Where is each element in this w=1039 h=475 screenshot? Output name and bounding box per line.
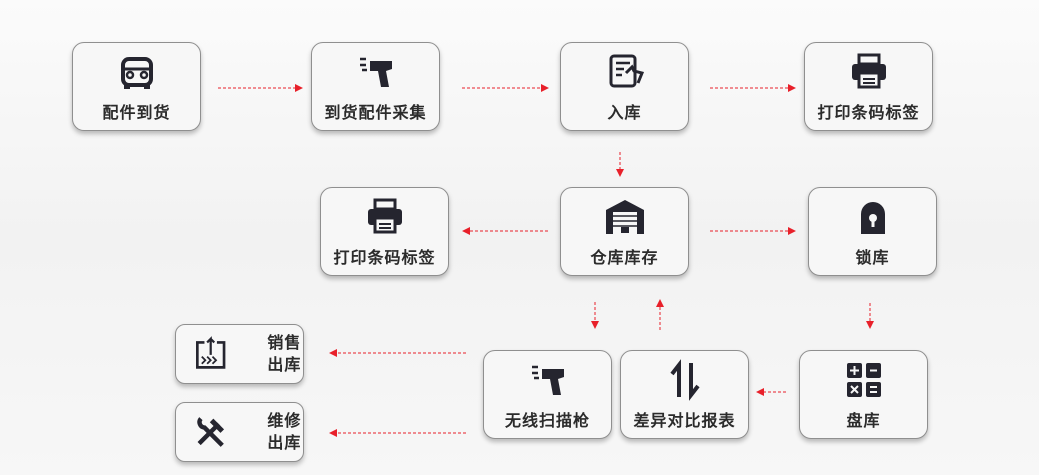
node-label: 销售出库 [267, 333, 302, 374]
node-label: 盘库 [846, 410, 881, 430]
node-warehouse-stock: 仓库库存 [560, 187, 689, 276]
node-parts-collection: 到货配件采集 [311, 42, 440, 131]
lock-icon [860, 201, 885, 234]
node-label: 配件到货 [102, 102, 171, 122]
tools-icon [197, 417, 225, 447]
calculator-icon [846, 362, 881, 397]
node-label: 入库 [607, 102, 642, 122]
node-repair-outbound: 维修出库 [175, 402, 304, 462]
node-lock-stock: 锁库 [808, 187, 937, 276]
node-label: 维修出库 [267, 411, 302, 452]
node-label: 差异对比报表 [633, 410, 736, 430]
warehouse-icon [605, 199, 644, 234]
node-label: 到货配件采集 [324, 102, 427, 122]
node-label: 无线扫描枪 [504, 410, 590, 430]
outbound-icon [196, 336, 226, 369]
node-wireless-scanner: 无线扫描枪 [483, 350, 612, 439]
node-parts-arrival: 配件到货 [72, 42, 201, 131]
node-sales-outbound: 销售出库 [175, 324, 304, 384]
node-label: 打印条码标签 [817, 102, 920, 122]
scanner-icon [359, 57, 392, 87]
inbound-form-icon [609, 54, 644, 87]
scanner-icon [531, 365, 564, 395]
up-down-arrows-icon [669, 358, 700, 401]
node-inbound: 入库 [560, 42, 689, 131]
node-print-label-1: 打印条码标签 [804, 42, 933, 131]
node-stocktake: 盘库 [799, 350, 928, 439]
node-diff-report: 差异对比报表 [620, 350, 749, 439]
printer-icon [367, 198, 402, 233]
node-print-label-2: 打印条码标签 [320, 187, 449, 276]
car-icon [120, 56, 153, 89]
printer-icon [851, 53, 886, 88]
node-label: 锁库 [855, 247, 890, 267]
node-label: 打印条码标签 [333, 247, 436, 267]
node-label: 仓库库存 [590, 247, 659, 267]
